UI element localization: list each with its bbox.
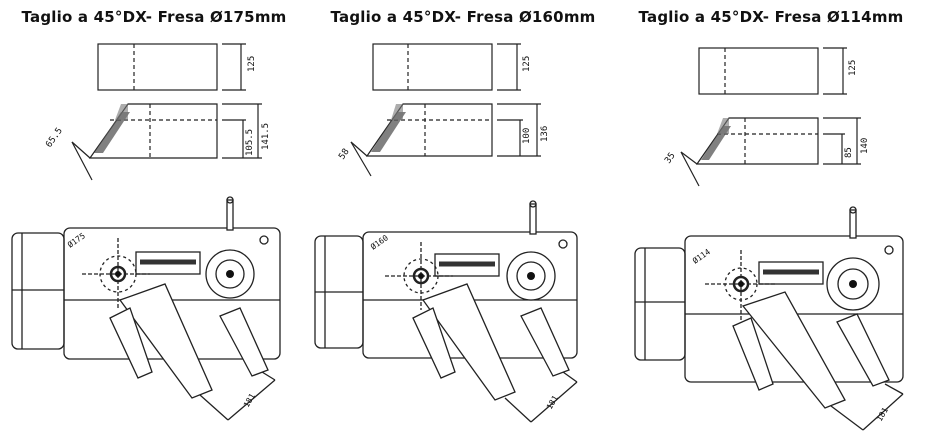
panel-title: Taglio a 45°DX- Fresa Ø114mm (638, 8, 904, 26)
side-view-profile (71, 103, 262, 181)
panel-cut-175: Taglio a 45°DX- Fresa Ø175mm 125 65.5 1 (0, 0, 308, 435)
blade-hub (849, 280, 857, 288)
blade-hub (527, 272, 535, 280)
blade-diameter-label: Ø160 (368, 232, 390, 251)
spindle-hub (115, 271, 121, 277)
top-view-height-label: 125 (848, 60, 858, 76)
panel-title: Taglio a 45°DX- Fresa Ø160mm (330, 8, 596, 26)
technical-drawing: 125 65.5 105.5 141.5 (11, 43, 281, 421)
panel-cut-160: Taglio a 45°DX- Fresa Ø160mm 125 58 100 … (309, 0, 617, 435)
cut-hatch-band (115, 104, 128, 120)
side-angle-label: 35 (663, 151, 677, 166)
panel-cut-114: Taglio a 45°DX- Fresa Ø114mm 125 35 85 1… (617, 0, 925, 435)
spindle-hub (418, 273, 424, 279)
cut-hatch (94, 112, 130, 153)
stroke-length-label: 181 (545, 394, 560, 411)
side-angle-label: 65.5 (44, 126, 65, 150)
top-view-height-label: 125 (522, 56, 532, 72)
blade-diameter-label: Ø114 (690, 246, 712, 265)
machine-body (314, 200, 578, 423)
top-view-profile (698, 47, 847, 95)
machine-body (634, 206, 904, 431)
cut-hatch-band (717, 118, 729, 134)
side-total-label: 140 (860, 138, 870, 154)
top-view-profile (372, 43, 521, 91)
panel-title: Taglio a 45°DX- Fresa Ø175mm (21, 8, 287, 26)
cut-hatch-band (391, 104, 403, 120)
cut-hatch (371, 112, 406, 152)
side-depth-label: 85 (844, 147, 854, 158)
technical-drawing: 125 35 85 140 (634, 47, 904, 431)
top-view-profile (97, 43, 246, 91)
machine-body (11, 196, 281, 421)
stroke-length-label: 181 (242, 392, 257, 409)
top-view-height-label: 125 (247, 56, 257, 72)
spindle-hub (738, 281, 744, 287)
blade-hub (226, 270, 234, 278)
side-depth-label: 100 (522, 128, 532, 144)
side-view-profile (350, 103, 541, 177)
side-total-label: 136 (540, 126, 550, 142)
side-total-label: 141.5 (261, 123, 271, 150)
cut-hatch (701, 126, 731, 160)
side-depth-label: 105.5 (245, 129, 255, 156)
technical-drawing: 125 58 100 136 (314, 43, 578, 423)
blade-diameter-label: Ø175 (65, 230, 87, 249)
side-angle-label: 58 (337, 147, 351, 162)
